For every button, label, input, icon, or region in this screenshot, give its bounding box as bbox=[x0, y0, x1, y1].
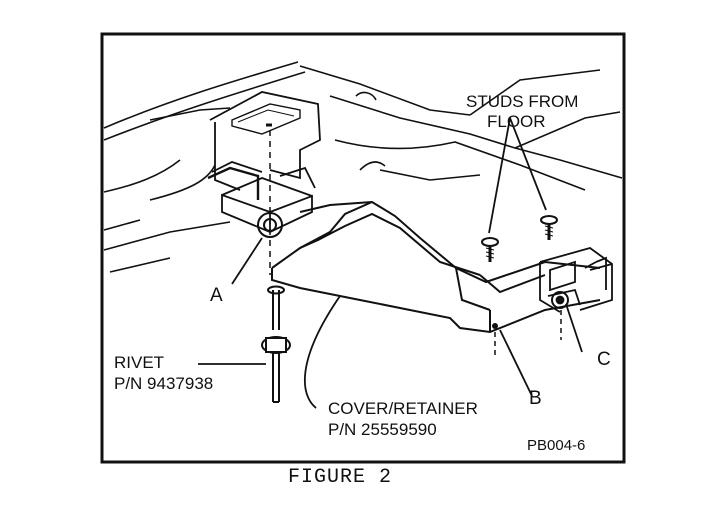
callout-b: B bbox=[529, 388, 542, 409]
floor-pan bbox=[103, 61, 623, 273]
rivet bbox=[261, 285, 291, 403]
cover-retainer-label: COVER/RETAINER bbox=[328, 399, 478, 418]
hole-b bbox=[492, 323, 498, 329]
figure-reference-code: PB004-6 bbox=[527, 437, 586, 454]
cover-retainer bbox=[271, 200, 601, 334]
figure-caption: FIGURE 2 bbox=[288, 466, 393, 489]
stud-right bbox=[540, 215, 558, 240]
rivet-label: RIVET bbox=[114, 353, 165, 372]
studs-from-floor-label-line2: FLOOR bbox=[487, 112, 546, 131]
studs-from-floor-label: STUDS FROM bbox=[466, 92, 579, 111]
left-mounting-block bbox=[207, 91, 321, 238]
right-mounting-block bbox=[539, 247, 613, 313]
callout-a: A bbox=[210, 285, 223, 306]
leader-lines bbox=[198, 117, 583, 409]
stud-left bbox=[481, 237, 499, 262]
figure-frame bbox=[100, 32, 626, 464]
callout-c: C bbox=[597, 349, 611, 370]
cover-retainer-part-number: P/N 25559590 bbox=[328, 420, 437, 439]
rivet-part-number: P/N 9437938 bbox=[114, 374, 214, 393]
